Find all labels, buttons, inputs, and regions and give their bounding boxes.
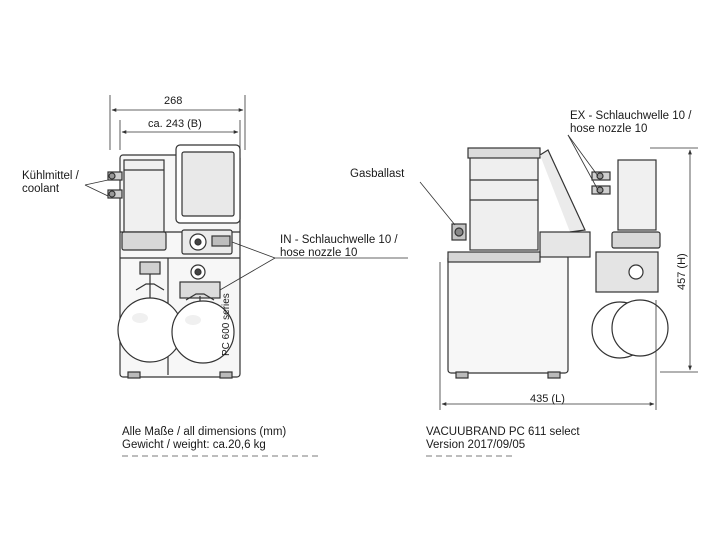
footer-right: VACUUBRAND PC 611 select Version 2017/09… [426, 426, 580, 452]
dimension-268-label: 268 [164, 95, 183, 107]
exhaust-leader [567, 134, 599, 177]
dimension-243-label: ca. 243 (B) [148, 118, 202, 130]
exhaust-label: EX - Schlauchwelle 10 / hose nozzle 10 [570, 110, 691, 136]
dimension-268 [109, 95, 246, 150]
front-view [84, 95, 408, 379]
coolant-label-line1: Kühlmittel / [22, 170, 79, 182]
exhaust-label-line2: hose nozzle 10 [570, 123, 648, 135]
gas-ballast-valve [451, 223, 467, 241]
coolant-leader-2 [84, 184, 109, 197]
exhaust-leader-2 [567, 134, 599, 191]
side-flasks [591, 299, 669, 359]
side-housing [447, 147, 591, 374]
dimension-435 [439, 262, 657, 410]
series-print: PC 600 series [221, 293, 232, 356]
exhaust-label-line1: EX - Schlauchwelle 10 / [570, 110, 692, 122]
dimension-457 [650, 147, 698, 373]
gasballast-leader [419, 181, 456, 226]
product-name: VACUUBRAND PC 611 select [426, 426, 580, 438]
gasballast-label: Gasballast [350, 168, 405, 180]
inlet-leader-2 [219, 257, 276, 291]
coolant-fittings [107, 171, 123, 199]
exhaust-fittings [591, 171, 611, 195]
side-condenser [595, 159, 661, 293]
coolant-label-line2: coolant [22, 183, 60, 195]
inlet-label-line2: hose nozzle 10 [280, 247, 358, 259]
dimensions-note: Alle Maße / all dimensions (mm) [122, 426, 287, 438]
controller-display [175, 144, 241, 224]
coolant-label: Kühlmittel / coolant [22, 170, 79, 196]
footer-left: Alle Maße / all dimensions (mm) Gewicht … [122, 426, 286, 452]
left-flask [117, 261, 183, 363]
dimension-435-label: 435 (L) [530, 393, 565, 405]
right-flask [171, 293, 235, 364]
inlet-leader [231, 241, 276, 259]
condenser-cylinder [121, 159, 167, 251]
coolant-leader [84, 179, 109, 186]
dimension-457-label: 457 (H) [676, 253, 688, 290]
weight-note: Gewicht / weight: ca.20,6 kg [122, 439, 266, 451]
version-note: Version 2017/09/05 [426, 439, 526, 451]
side-view [419, 134, 698, 410]
inlet-label: IN - Schlauchwelle 10 / hose nozzle 10 [280, 234, 398, 260]
inlet-label-line1: IN - Schlauchwelle 10 / [280, 234, 398, 246]
dimension-243 [119, 120, 241, 150]
